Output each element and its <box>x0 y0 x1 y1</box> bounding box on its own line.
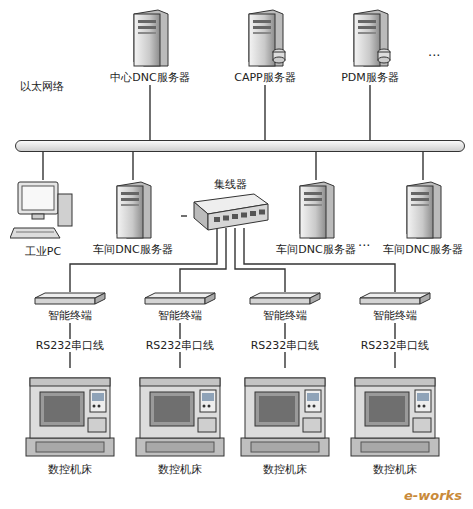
watermark: e-works <box>404 488 462 503</box>
ellipsis: ... <box>358 234 370 249</box>
network-cable <box>315 152 316 180</box>
node-label: 集线器 <box>187 178 273 192</box>
network-cable <box>42 152 43 180</box>
hub: 集线器 <box>187 178 273 234</box>
node-label: 数控机床 <box>232 463 338 477</box>
industrial-pc: 工业PC <box>2 180 84 259</box>
node-label: CAPP服务器 <box>212 71 318 85</box>
icon <box>342 368 448 460</box>
server: 中心DNC服务器 <box>97 8 203 85</box>
node-label: 中心DNC服务器 <box>97 71 203 85</box>
network-cable <box>264 85 265 140</box>
node-label: PDM服务器 <box>317 71 423 85</box>
icon <box>17 368 123 460</box>
cable-label: RS232串口线 <box>34 339 107 352</box>
node-label: 车间DNC服务器 <box>269 243 363 257</box>
icon <box>317 8 423 68</box>
network-cable <box>369 85 370 140</box>
icon <box>212 8 318 68</box>
icon <box>127 368 233 460</box>
smart-terminal: 智能终端 <box>347 292 443 323</box>
icon <box>375 180 471 240</box>
server: PDM服务器 <box>317 8 423 85</box>
node-label: 数控机床 <box>17 463 123 477</box>
network-cable <box>180 228 226 292</box>
icon <box>347 292 443 306</box>
node-label: 数控机床 <box>342 463 448 477</box>
icon <box>269 180 363 240</box>
icon <box>232 368 338 460</box>
network-cable <box>132 152 133 180</box>
node-label: 智能终端 <box>22 309 118 323</box>
smart-terminal: 智能终端 <box>132 292 228 323</box>
server: 车间DNC服务器 <box>85 180 181 257</box>
node-label: 车间DNC服务器 <box>375 243 471 257</box>
icon <box>187 192 273 234</box>
icon <box>237 292 333 306</box>
cnc-machine: 数控机床 <box>342 368 448 477</box>
network-cable <box>149 85 150 140</box>
server: CAPP服务器 <box>212 8 318 85</box>
icon <box>97 8 203 68</box>
network-cable <box>422 152 423 180</box>
node-label: 以太网络 <box>20 80 64 94</box>
smart-terminal: 智能终端 <box>22 292 118 323</box>
server: 车间DNC服务器 <box>269 180 363 257</box>
icon <box>22 292 118 306</box>
node-label: 智能终端 <box>237 309 333 323</box>
cnc-machine: 数控机床 <box>17 368 123 477</box>
node-label: 智能终端 <box>347 309 443 323</box>
cnc-machine: 数控机床 <box>232 368 338 477</box>
node-label: 智能终端 <box>132 309 228 323</box>
ethernet-bus: 以太网络 <box>15 140 465 152</box>
icon <box>2 180 84 242</box>
cable-label: RS232串口线 <box>144 339 217 352</box>
node-label: 车间DNC服务器 <box>85 243 181 257</box>
network-cable <box>235 228 285 292</box>
cable-label: RS232串口线 <box>249 339 322 352</box>
icon <box>132 292 228 306</box>
network-cable <box>181 215 187 216</box>
smart-terminal: 智能终端 <box>237 292 333 323</box>
ellipsis: ... <box>428 44 440 59</box>
server: 车间DNC服务器 <box>375 180 471 257</box>
cnc-machine: 数控机床 <box>127 368 233 477</box>
node-label: 数控机床 <box>127 463 233 477</box>
node-label: 工业PC <box>2 245 84 259</box>
cable-label: RS232串口线 <box>359 339 432 352</box>
icon <box>85 180 181 240</box>
